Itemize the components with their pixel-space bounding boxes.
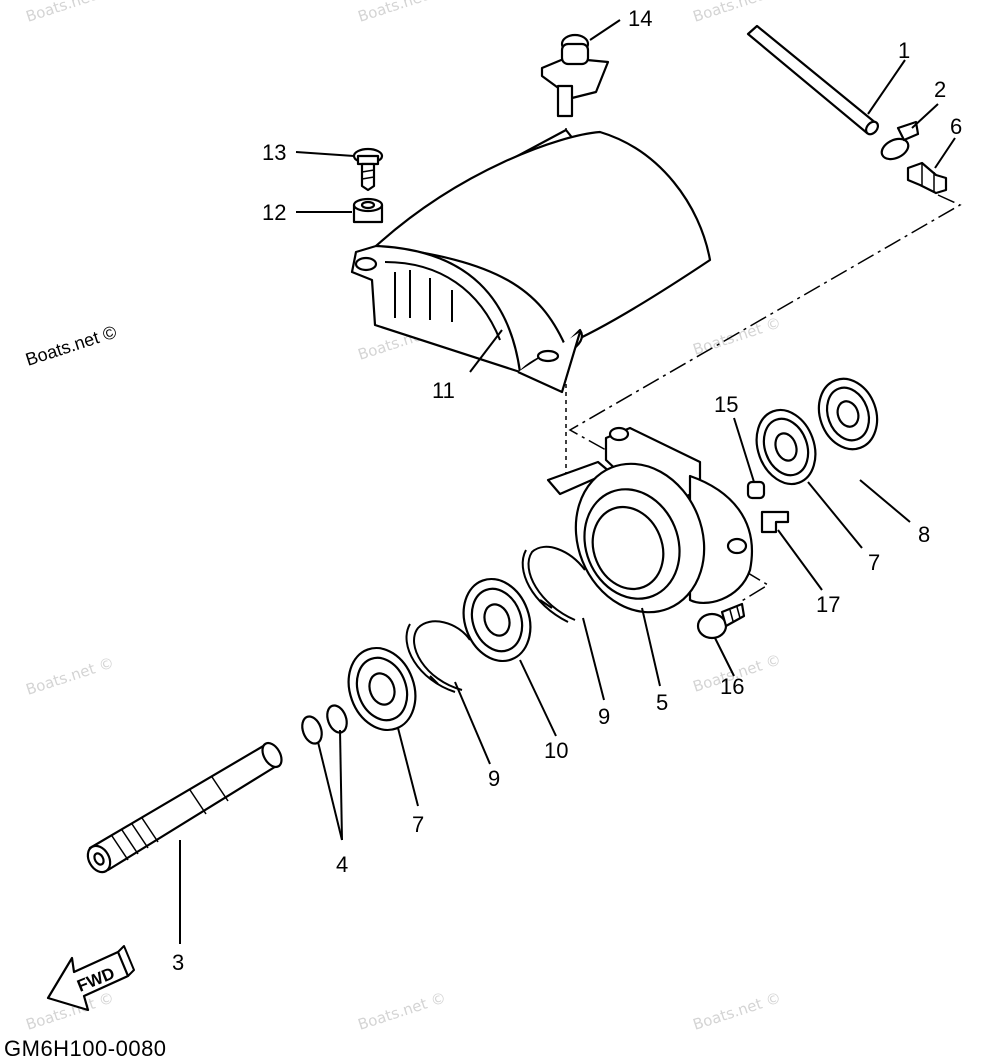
pin-part [746,480,766,500]
part-label-12: 12 [262,200,286,225]
credit-text: Boats.net © [23,322,119,370]
bearing-part [755,408,817,486]
part-labels: 1 2 3 4 5 6 7 7 8 9 9 10 11 12 13 14 15 … [172,6,962,975]
part-label-7: 7 [412,812,424,837]
bearing-part [817,377,879,451]
part-label-13: 13 [262,140,286,165]
watermark: Boats.net © [356,988,449,1033]
flange-bolt-part [696,602,746,640]
part-label-4: 4 [336,852,348,877]
circlip-part [521,545,586,623]
part-label-9: 9 [488,766,500,791]
part-label-3: 3 [172,950,184,975]
part-label-9: 9 [598,704,610,729]
part-label-15: 15 [714,392,738,417]
part-label-7: 7 [868,550,880,575]
shaft-part [86,741,283,874]
part-label-5: 5 [656,690,668,715]
cover-part [350,128,712,394]
bolt-part [352,147,384,192]
part-label-1: 1 [898,38,910,63]
leader-lines [179,19,956,944]
hose-part [746,24,880,136]
watermark: Boats.net © [691,988,784,1033]
clip-part [540,33,610,118]
part-label-11: 11 [432,378,455,403]
bearing-part [347,646,417,732]
fitting-part [906,161,948,195]
bearing-part [462,577,532,663]
watermark: Boats.net © [24,653,117,698]
clamp-part [880,120,920,161]
watermark: Boats.net © [691,0,784,26]
diagram-code: GM6H100-0080 [4,1036,167,1061]
part-label-10: 10 [544,738,568,763]
watermark: Boats.net © [24,0,117,26]
part-label-8: 8 [918,522,930,547]
part-label-17: 17 [816,592,840,617]
watermark: Boats.net © [356,0,449,26]
housing-part [546,426,753,614]
part-label-6: 6 [950,114,962,139]
part-label-2: 2 [934,77,946,102]
circlip-part [405,620,471,693]
part-label-14: 14 [628,6,652,31]
part-label-16: 16 [720,674,744,699]
o-ring-part [301,704,348,745]
tab-part [760,510,790,534]
collar-part [352,197,384,224]
